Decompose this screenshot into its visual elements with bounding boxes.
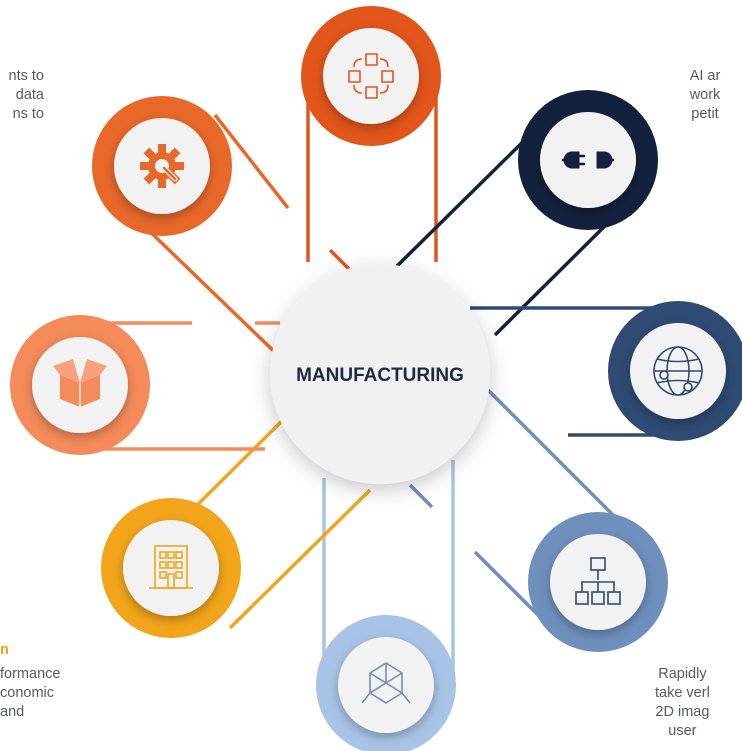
- connector-facility: [228, 488, 372, 630]
- text-bottom-right: Rapidly take verl 2D imag user: [655, 666, 710, 739]
- package-box-icon: [53, 359, 107, 407]
- connector-hierarchy: [408, 483, 434, 509]
- center-label: MANUFACTURING: [296, 365, 464, 386]
- node-logistics[interactable]: [10, 315, 150, 455]
- text-bottom-left: formance conomic and: [0, 666, 61, 720]
- hierarchy-chart-icon: [575, 557, 621, 605]
- center-hub: MANUFACTURING: [270, 264, 490, 484]
- connector-connect: [393, 123, 542, 270]
- gear-wrench-icon: [140, 144, 184, 188]
- 3d-axes-icon: [361, 662, 411, 704]
- node-modeling[interactable]: [316, 615, 456, 751]
- process-cycle-icon: [348, 53, 394, 99]
- building-icon: [149, 545, 193, 589]
- connector-hierarchy: [486, 388, 632, 534]
- node-connect[interactable]: [518, 90, 658, 230]
- node-facility[interactable]: [101, 498, 241, 638]
- node-hierarchy[interactable]: [528, 512, 668, 652]
- connector-maintenance: [213, 113, 290, 210]
- plug-connector-icon: [562, 151, 614, 169]
- node-global[interactable]: [608, 301, 742, 441]
- text-top-left: nts to data ns to: [8, 68, 44, 122]
- text-bottom-left-heading: n: [0, 642, 9, 658]
- connector-process: [328, 248, 352, 272]
- node-process[interactable]: [301, 6, 441, 146]
- text-top-right: AI ar work petit: [689, 68, 721, 122]
- globe-network-icon: [653, 346, 703, 396]
- connector-maintenance: [138, 220, 287, 364]
- node-maintenance[interactable]: [92, 96, 232, 236]
